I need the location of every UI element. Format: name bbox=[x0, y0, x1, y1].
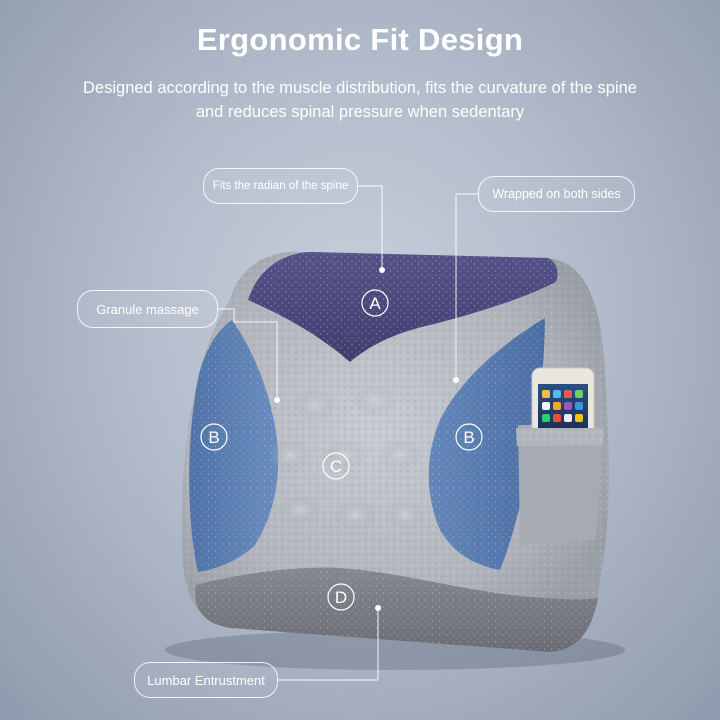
zone-c-marker: C bbox=[322, 452, 350, 480]
page-subtitle: Designed according to the muscle distrib… bbox=[40, 76, 680, 124]
page-title: Ergonomic Fit Design bbox=[196, 22, 524, 57]
subtitle-line-1: Designed according to the muscle distrib… bbox=[83, 79, 637, 97]
zone-b-right-marker: B bbox=[455, 423, 483, 451]
massage-granules bbox=[268, 384, 425, 531]
zone-b-left-marker: B bbox=[200, 423, 228, 451]
callout-granule-massage: Granule massage bbox=[77, 290, 218, 328]
callout-lumbar-entrustment: Lumbar Entrustment bbox=[134, 662, 278, 698]
side-pocket bbox=[516, 367, 604, 545]
callout-spine-radian: Fits the radian of the spine bbox=[203, 168, 358, 204]
subtitle-line-2: and reduces spinal pressure when sedenta… bbox=[195, 103, 525, 121]
callout-wrapped-sides: Wrapped on both sides bbox=[478, 176, 635, 212]
zone-a-label: A bbox=[369, 294, 381, 313]
zone-b-right-label: B bbox=[463, 428, 474, 447]
zone-d-marker: D bbox=[327, 583, 355, 611]
zone-a-marker: A bbox=[361, 289, 389, 317]
leader-dots bbox=[274, 267, 459, 611]
zone-b-left-label: B bbox=[208, 428, 219, 447]
zone-d-label: D bbox=[335, 588, 347, 607]
leader-lines bbox=[218, 185, 478, 681]
zone-c-label: C bbox=[330, 457, 342, 476]
